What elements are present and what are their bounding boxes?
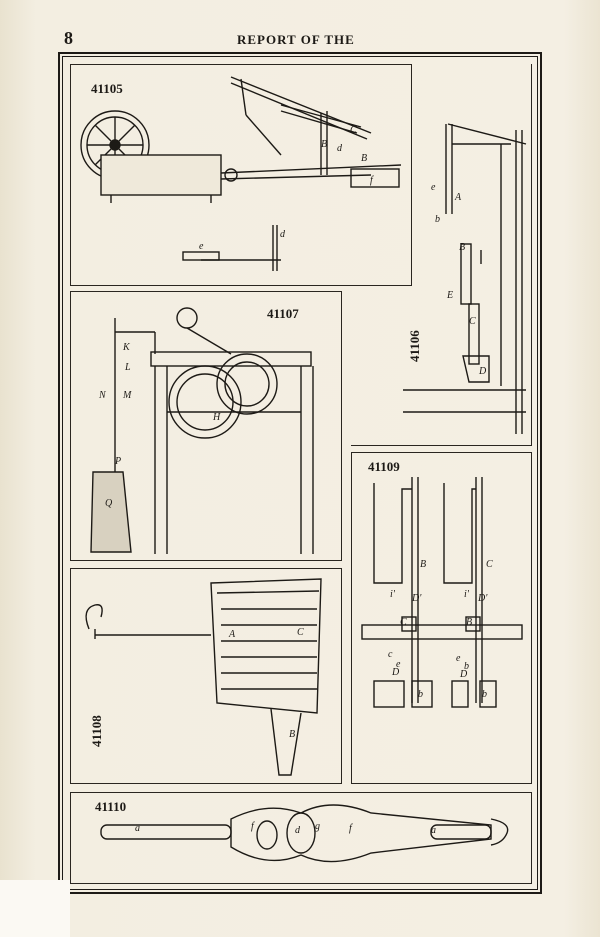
figure-label: e bbox=[431, 182, 436, 193]
figure-41108: 41108 A C B bbox=[70, 568, 342, 784]
figure-label: c bbox=[388, 649, 393, 660]
figure-label: P bbox=[115, 456, 122, 467]
figure-label: C bbox=[297, 627, 304, 638]
figure-label: B bbox=[459, 242, 466, 253]
figure-label: L bbox=[125, 362, 131, 373]
gear-drawing bbox=[90, 307, 314, 554]
figure-label: a bbox=[431, 825, 436, 836]
mechanism-drawing bbox=[361, 477, 523, 708]
figure-label: f bbox=[251, 821, 254, 832]
kettle-drawing bbox=[85, 578, 322, 776]
figure-label: b bbox=[482, 689, 487, 700]
figure-label: H bbox=[213, 412, 221, 423]
figure-label: E bbox=[447, 290, 454, 301]
apparatus-drawing bbox=[403, 123, 527, 434]
figure-label: e bbox=[456, 653, 461, 664]
figure-label: g bbox=[315, 821, 320, 832]
figure-label: B bbox=[321, 139, 328, 150]
figure-label: D' bbox=[478, 593, 488, 604]
figure-label: C bbox=[486, 559, 493, 570]
machine-drawing bbox=[80, 76, 402, 271]
figure-label: A bbox=[455, 192, 462, 203]
figure-label: A bbox=[229, 629, 236, 640]
figure-number: 41109 bbox=[368, 459, 400, 474]
figure-label: e bbox=[396, 659, 401, 670]
figure-label: d bbox=[295, 825, 300, 836]
figure-label: a bbox=[135, 823, 140, 834]
figure-label: B bbox=[361, 153, 368, 164]
figure-label: N bbox=[99, 390, 106, 401]
figure-number: 41105 bbox=[91, 81, 123, 96]
figure-label: b bbox=[418, 689, 423, 700]
figure-label: C bbox=[400, 617, 407, 628]
figure-41107: 41107 K L N M H P Q bbox=[70, 291, 342, 561]
figure-41106: 41106 e b A B E C D bbox=[351, 64, 532, 446]
figure-label: C bbox=[350, 125, 357, 136]
figure-label: K bbox=[123, 342, 130, 353]
figure-label: i' bbox=[390, 589, 395, 600]
figure-number: 41107 bbox=[267, 306, 299, 321]
figure-label: b bbox=[464, 661, 469, 672]
figure-label: D' bbox=[412, 593, 422, 604]
outer-frame bbox=[58, 52, 542, 894]
figure-label: M bbox=[123, 390, 132, 401]
figure-label: Q bbox=[105, 498, 113, 509]
figure-label: D bbox=[460, 669, 468, 680]
figure-label: f bbox=[370, 175, 373, 186]
figure-label: B bbox=[420, 559, 427, 570]
page-number: 8 bbox=[64, 28, 73, 48]
figure-label: e bbox=[199, 241, 204, 252]
figure-label: i' bbox=[464, 589, 469, 600]
figure-label: C bbox=[469, 316, 476, 327]
figure-label: D bbox=[479, 366, 487, 377]
figure-label: f bbox=[349, 823, 352, 834]
wrench-drawing bbox=[100, 804, 509, 863]
figure-label: D bbox=[392, 667, 400, 678]
figure-label: B bbox=[466, 617, 473, 628]
figure-41109: 41109 B C D' D' C B i' i' c e D b e b D … bbox=[351, 452, 532, 784]
figure-41110: 41110 a f d g f a bbox=[70, 792, 532, 884]
running-head: REPORT OF THE bbox=[237, 32, 355, 47]
page-corner bbox=[0, 880, 70, 937]
figure-label: B bbox=[289, 729, 296, 740]
inner-frame bbox=[62, 56, 538, 890]
figure-label: d bbox=[280, 229, 285, 240]
figure-number: 41110 bbox=[95, 799, 127, 814]
figure-label: d bbox=[337, 143, 342, 154]
page-header: 8 REPORT OF THE bbox=[64, 28, 544, 52]
figure-label: b bbox=[435, 214, 440, 225]
figure-41105: 41105 C B d B f e d bbox=[70, 64, 412, 286]
